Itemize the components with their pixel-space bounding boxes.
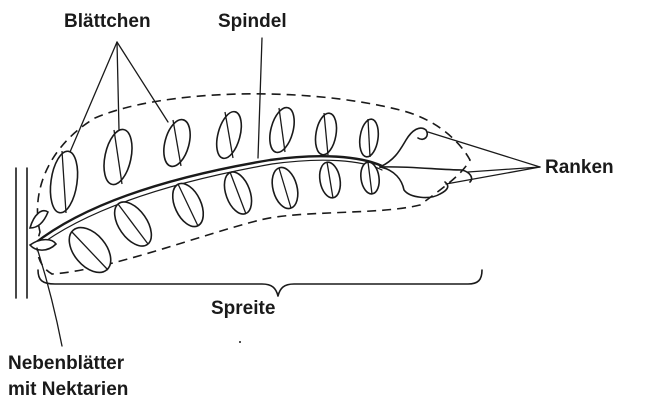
tendrils	[380, 128, 472, 197]
label-spindel: Spindel	[218, 10, 287, 34]
label-ranken: Ranken	[545, 156, 614, 180]
label-blaettchen: Blättchen	[64, 10, 151, 34]
stipule-lower	[30, 240, 56, 251]
leaflet	[61, 220, 119, 280]
pointer-ranken	[428, 132, 540, 184]
label-nebenblaetter-line1: Nebenblätter	[8, 352, 124, 376]
label-nebenblaetter-line2: mit Nektarien	[8, 378, 128, 402]
label-spreite: Spreite	[211, 297, 275, 321]
speck	[239, 341, 241, 343]
stipule-upper	[30, 211, 48, 228]
brace-spreite	[38, 270, 482, 296]
pointer-spindel	[258, 38, 262, 158]
